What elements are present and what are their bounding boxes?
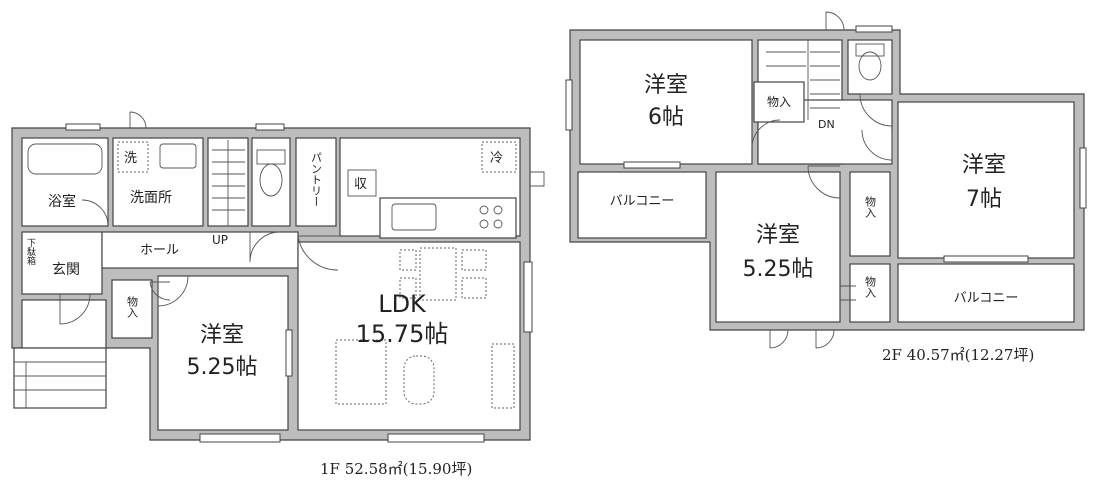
western7-name-label: 洋室	[962, 153, 1006, 178]
western6-size-label: 6帖	[648, 105, 684, 130]
door-top2-icon	[825, 11, 845, 31]
closet1-room	[111, 279, 153, 339]
closet-stair-label: 物入	[767, 95, 791, 109]
door-western1-icon	[157, 275, 189, 307]
ldk-name-label: LDK	[378, 290, 427, 318]
balcony-left-label: バルコニー	[610, 194, 675, 209]
door-bottom2a-icon	[769, 329, 789, 349]
door-side-icon	[530, 171, 545, 187]
western1-room	[157, 275, 289, 431]
door-balcony-icon	[840, 285, 856, 301]
balcony-right-area	[897, 263, 1075, 323]
ldk-furniture	[335, 247, 515, 409]
window-top-1	[65, 123, 101, 131]
door-western7-icon	[861, 129, 893, 161]
door-closet1-icon	[149, 281, 171, 301]
floor1-caption: 1F 52.58㎡(15.90坪)	[320, 460, 472, 478]
western525-room	[715, 171, 841, 323]
hall-label: ホール	[140, 243, 179, 258]
up-label: UP	[212, 233, 228, 247]
stair1-icon	[212, 140, 245, 226]
bath-label: 浴室	[48, 193, 76, 210]
laundry-machine-icon	[117, 141, 149, 173]
pantry-label: パントリー	[310, 152, 323, 207]
closet-a-label: 物入	[864, 195, 877, 218]
porch-steps	[13, 347, 107, 409]
window-bottom-2	[387, 433, 485, 443]
wc1-area	[251, 137, 291, 227]
western525-name-label: 洋室	[756, 223, 800, 248]
wc2-area	[847, 39, 893, 95]
window2-mid-2	[943, 255, 1029, 263]
storage-box	[347, 169, 377, 197]
floor-2: 洋室 6帖 物入 DN 洋室 7帖 バルコニー 洋室 5.25帖 物入 物入 バ…	[565, 11, 1087, 364]
storage-label: 収	[354, 177, 367, 192]
western525-size-label: 5.25帖	[743, 257, 814, 282]
pantry-room	[295, 137, 337, 227]
closet-b-label: 物入	[864, 275, 877, 298]
western6-room	[579, 39, 753, 165]
fridge-outline-icon	[481, 141, 517, 173]
ldk-size-label: 15.75帖	[356, 320, 449, 348]
window-western1-side	[285, 329, 293, 377]
porch-area	[21, 299, 107, 349]
balcony-right-label: バルコニー	[954, 291, 1019, 306]
window2-mid-1	[623, 161, 681, 169]
washroom-label: 洗面所	[130, 190, 172, 206]
laundry-label: 洗	[124, 151, 137, 166]
door-bottom2b-icon	[815, 329, 835, 349]
washbasin-icon	[159, 143, 197, 169]
western1-size-label: 5.25帖	[187, 355, 258, 380]
closet1-label: 物入	[126, 295, 139, 318]
door-top-icon	[129, 111, 147, 129]
door-western6-icon	[751, 119, 781, 149]
toilet1-icon	[256, 149, 286, 197]
ldk-room	[297, 241, 521, 431]
washroom-room	[112, 137, 204, 227]
window2-top-1	[855, 25, 893, 33]
closet-stair-room	[753, 81, 805, 123]
bath-room	[21, 137, 109, 227]
shoe-box-label: 下駄箱	[25, 238, 36, 266]
western1-name-label: 洋室	[200, 323, 244, 348]
toilet2-icon	[855, 43, 885, 81]
window-top-2	[255, 123, 285, 131]
door-western525-icon	[807, 165, 841, 199]
floor2-caption: 2F 40.57㎡(12.27坪)	[882, 346, 1034, 364]
window-bottom-1	[199, 433, 281, 443]
western7-room	[897, 101, 1075, 259]
floor-1: 浴室 洗 洗面所 冷 収 パントリー 下駄箱 玄関 ホール UP 物入 洋室 5…	[11, 111, 545, 478]
kitchen-counter	[379, 197, 517, 239]
window2-left	[565, 79, 573, 131]
closet2b-room	[849, 263, 891, 323]
window-right	[523, 261, 533, 333]
door-bath-icon	[81, 199, 109, 227]
western6-name-label: 洋室	[644, 73, 688, 98]
door-entrance-icon	[59, 293, 91, 325]
balcony-left-area	[577, 171, 707, 239]
door-wc2-icon	[859, 93, 893, 127]
dn-label: DN	[818, 118, 835, 131]
window2-right	[1079, 147, 1087, 209]
bathtub-icon	[27, 143, 103, 175]
western7-size-label: 7帖	[966, 187, 1002, 212]
door-hall-icon	[249, 231, 281, 263]
entrance-label: 玄関	[52, 261, 80, 278]
door-ldk-icon	[297, 235, 340, 271]
stair2-icon	[766, 40, 840, 120]
hall-area	[101, 231, 299, 269]
closet2a-room	[849, 171, 891, 257]
fridge-label: 冷	[490, 151, 503, 166]
